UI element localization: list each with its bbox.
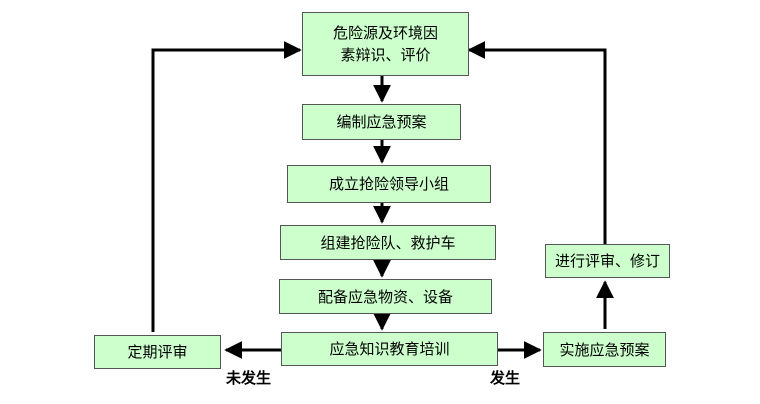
node-hazard-line-2: 素辩识、评价 [340, 46, 431, 64]
node-build-squad-label: 组建抢险队、救护车 [320, 233, 456, 252]
edge-label-not-occurred: 未发生 [226, 369, 272, 387]
edge-label-occurred: 发生 [490, 369, 521, 387]
feedback-revise-to-hazard [467, 41, 607, 244]
node-review-revise-label: 进行评审、修订 [554, 252, 660, 270]
node-training: 应急知识教育培训 [281, 332, 498, 366]
node-implement-plan-label: 实施应急预案 [559, 340, 650, 359]
node-equip: 配备应急物资、设备 [279, 279, 492, 314]
node-periodic-review-label: 定期评审 [127, 343, 188, 361]
node-equip-label: 配备应急物资、设备 [317, 287, 453, 306]
node-build-squad: 组建抢险队、救护车 [280, 225, 496, 260]
node-prepare-plan-label: 编制应急预案 [336, 113, 427, 131]
node-training-label: 应急知识教育培训 [329, 340, 450, 358]
feedback-review-to-hazard [151, 41, 302, 332]
node-hazard-line-1: 危险源及环境因 [332, 24, 438, 42]
node-periodic-review: 定期评审 [94, 335, 221, 369]
node-implement-plan: 实施应急预案 [543, 332, 666, 367]
node-prepare-plan: 编制应急预案 [302, 104, 461, 140]
node-form-team-label: 成立抢险领导小组 [328, 175, 449, 193]
node-review-revise: 进行评审、修订 [545, 244, 670, 278]
node-hazard-identification: 危险源及环境因 素辩识、评价 [302, 12, 469, 76]
node-form-team: 成立抢险领导小组 [287, 165, 491, 203]
